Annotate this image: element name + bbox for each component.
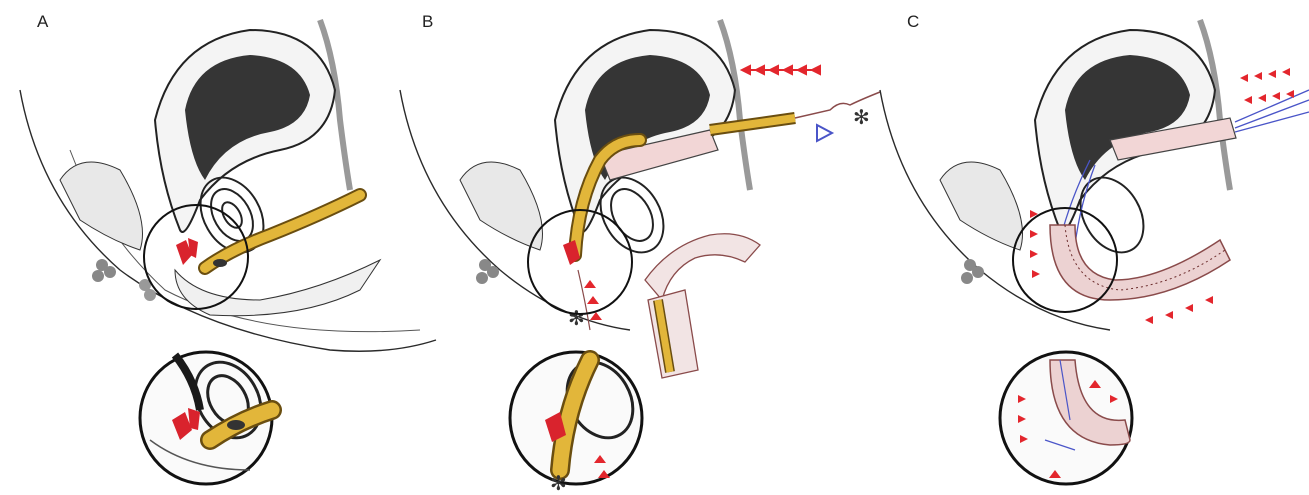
asterisk-icon-lower: ✻ xyxy=(568,306,585,330)
panel-b: B ✻ ✻ xyxy=(400,0,836,495)
anatomy-illustration-b: ✻ ✻ ✻ xyxy=(400,0,900,495)
asterisk-icon-inset: ✻ xyxy=(550,471,567,495)
inset-magnified-c xyxy=(1000,352,1132,484)
panel-c: C xyxy=(880,0,1309,495)
inset-magnified-b: ✻ xyxy=(510,350,646,495)
anatomy-illustration-c xyxy=(880,0,1309,495)
inset-magnified-a xyxy=(140,350,274,484)
anatomy-illustration-a xyxy=(0,0,436,495)
asterisk-icon: ✻ xyxy=(853,105,870,129)
panel-a: A xyxy=(0,0,436,495)
blue-marker-icon xyxy=(817,125,832,141)
